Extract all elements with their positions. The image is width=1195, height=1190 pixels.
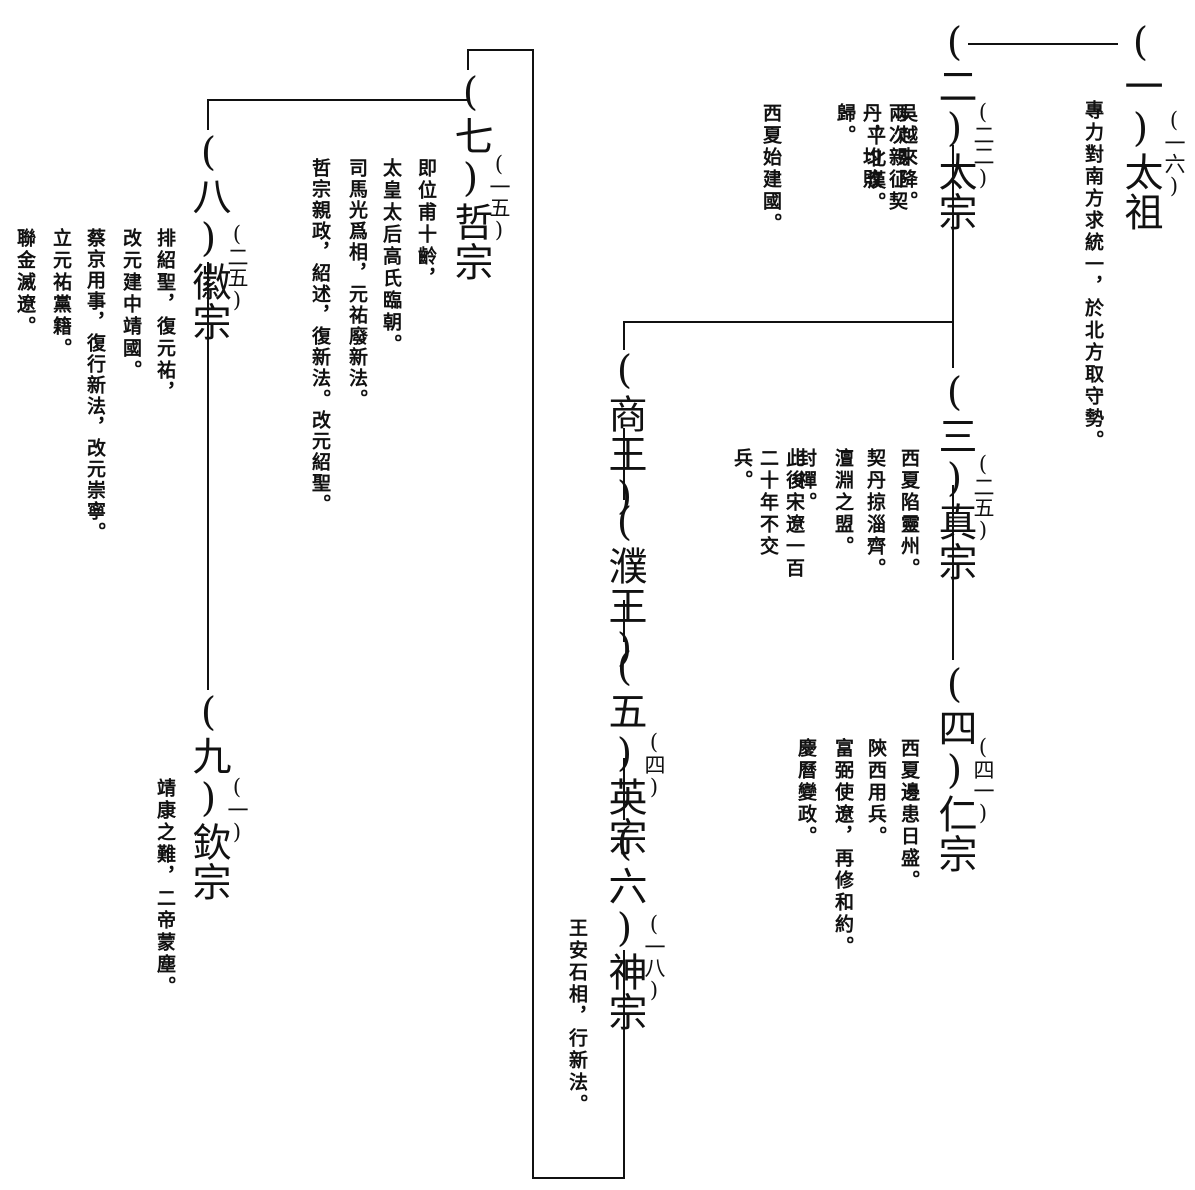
reign-renzong: (四一) (971, 735, 995, 825)
note-zhezong-2: 太皇太后高氏臨朝。 (380, 158, 402, 356)
note-zhezong-4: 哲宗親政，紹述，復新法。改元紹聖。 (309, 158, 331, 515)
note-renzong-2: 陝西用兵。 (865, 738, 887, 848)
line-shenzong-sons (467, 49, 625, 1179)
emperor-qinzong: (九)欽宗 (186, 690, 231, 902)
note-renzong-4: 慶曆變政。 (795, 738, 817, 848)
note-qinzong-1: 靖康之難，二帝蒙塵。 (154, 778, 176, 998)
emperor-shenzong: (六)神宗 (602, 820, 647, 1032)
reign-huizong: (二五) (225, 222, 249, 312)
emperor-zhenzong: (三)真宗 (932, 370, 977, 582)
reign-taizong: (二二) (971, 100, 995, 190)
reign-qinzong: (一) (225, 775, 249, 844)
line-zhezong-huizong (207, 99, 468, 130)
note-renzong-3: 富弼使遼，再修和約。 (832, 738, 854, 958)
note-taizu-1: 專力對南方求統一，於北方取守勢。 (1082, 100, 1104, 452)
prince-puwang: (濮王) (602, 500, 647, 672)
emperor-taizong: (二)太宗 (932, 20, 977, 232)
note-zhenzong-5: 此後宋遼一百二十年不交兵。 (731, 448, 805, 580)
note-zhenzong-1: 西夏陷靈州。 (898, 448, 920, 580)
note-renzong-1: 西夏邊患日盛。 (898, 738, 920, 892)
note-taizong-2: 平北漢。 (864, 126, 886, 214)
line-taizong-shangwang (623, 321, 953, 350)
note-taizong-3: 兩次親征契丹，均敗歸。 (834, 103, 908, 213)
note-huizong-4: 立元祐黨籍。 (50, 228, 72, 360)
emperor-renzong: (四)仁宗 (932, 662, 977, 874)
reign-zhezong: (一五) (487, 152, 511, 242)
note-zhenzong-3: 澶淵之盟。 (832, 448, 854, 558)
note-zhenzong-2: 契丹掠淄齊。 (864, 448, 886, 580)
note-taizong-4: 西夏始建國。 (760, 103, 782, 235)
note-zhezong-1: 即位甫十齡， (415, 158, 437, 290)
prince-shangwang: (商王) (602, 348, 647, 520)
note-huizong-5: 聯金滅遼。 (14, 228, 36, 338)
emperor-yingzong: (五)英宗 (602, 645, 647, 857)
note-zhezong-3: 司馬光爲相，元祐廢新法。 (346, 158, 368, 410)
reign-shenzong: (一八) (642, 912, 666, 1002)
note-huizong-3: 蔡京用事，復行新法，改元崇寧。 (84, 228, 106, 543)
note-huizong-2: 改元建中靖國。 (120, 228, 142, 382)
emperor-huizong: (八)徽宗 (186, 130, 231, 342)
note-shenzong-1: 王安石相，行新法。 (566, 918, 588, 1116)
note-taizong-1: 吳越來降。 (896, 103, 918, 213)
emperor-zhezong: (七)哲宗 (448, 70, 493, 282)
reign-yingzong: (四) (642, 730, 666, 799)
note-huizong-1: 排紹聖，復元祐， (154, 228, 176, 404)
emperor-taizu: (一)太祖 (1118, 20, 1163, 232)
reign-zhenzong: (二五) (971, 452, 995, 542)
note-zhenzong-4: 封禪。 (795, 448, 817, 514)
reign-taizu: (一六) (1162, 108, 1186, 198)
